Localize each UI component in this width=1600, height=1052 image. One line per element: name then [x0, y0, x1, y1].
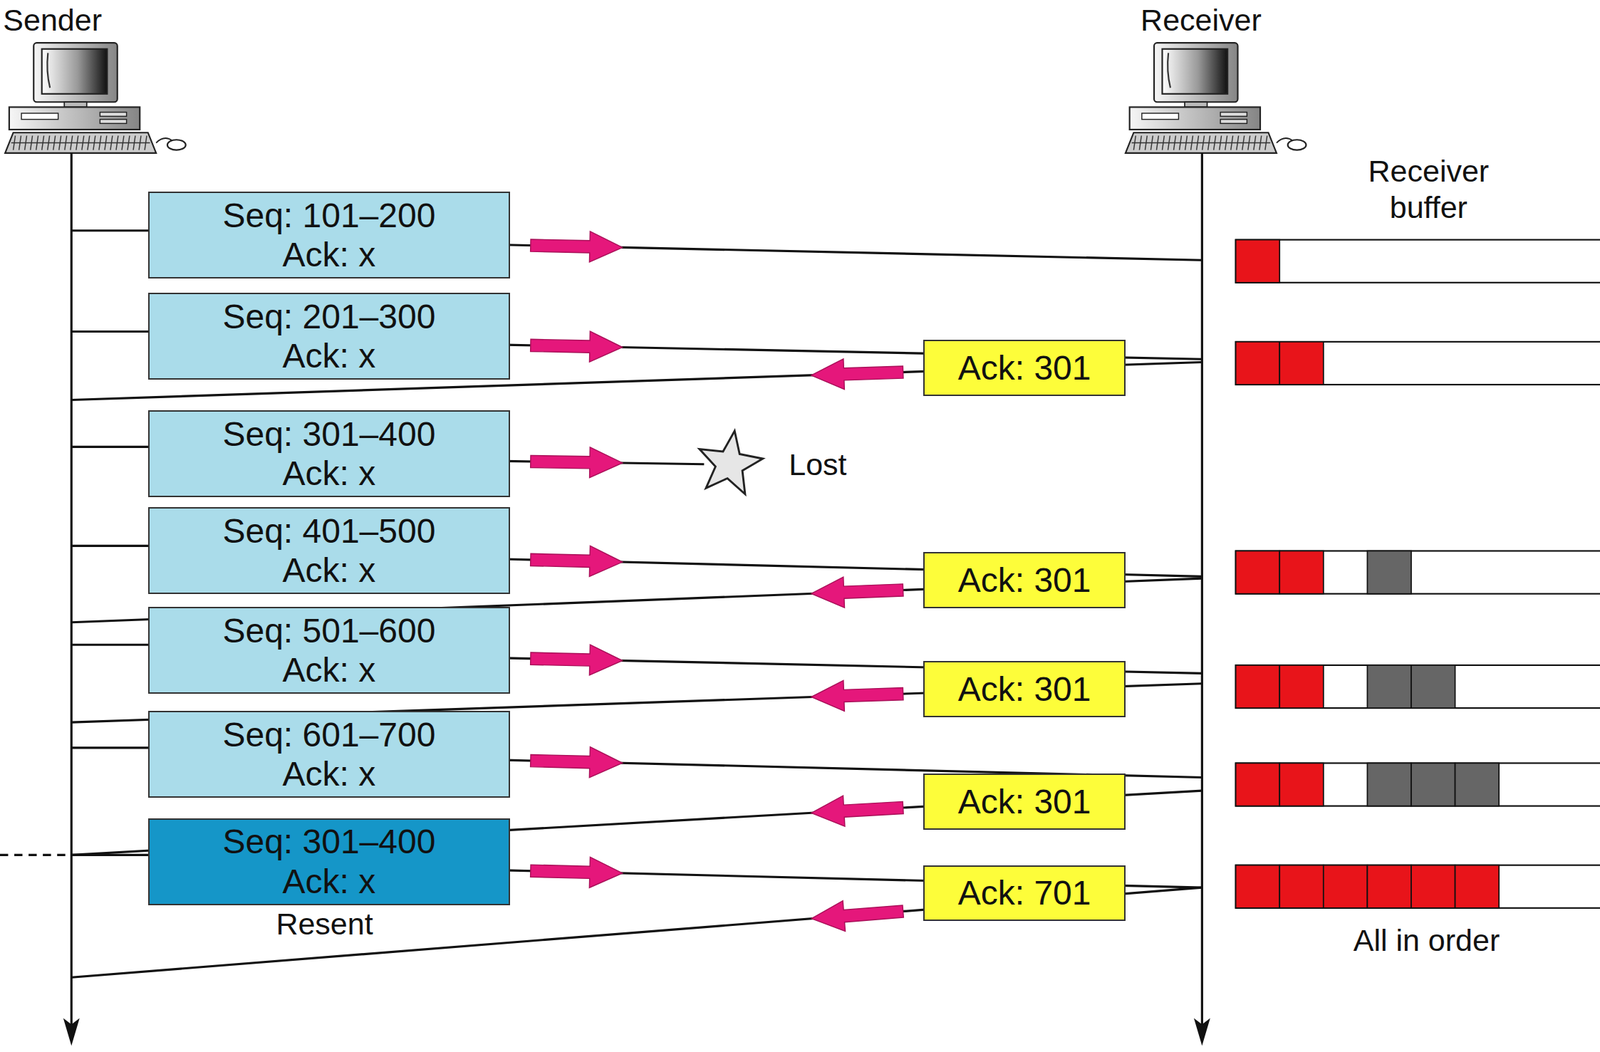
- segment-line: [71, 229, 154, 232]
- segment-box: Seq: 101–200Ack: x: [148, 191, 511, 279]
- buffer-cell: [1367, 550, 1412, 594]
- actor-label: Sender: [2, 2, 102, 40]
- segment-box: Seq: 501–600Ack: x: [148, 606, 511, 694]
- timeout-mark: [0, 854, 72, 857]
- timeline: [70, 153, 73, 1026]
- ack-box: Ack: 301: [923, 661, 1126, 718]
- box-text: Seq: 301–400: [222, 414, 436, 454]
- receiver-buffer: [1235, 240, 1600, 283]
- direction-arrow: [810, 792, 905, 829]
- receiver-buffer: [1235, 550, 1600, 594]
- loss-star: [699, 430, 763, 495]
- buffer-cell: [1235, 550, 1281, 594]
- box-text: Seq: 201–300: [222, 297, 436, 337]
- box-text: Seq: 601–700: [222, 715, 436, 755]
- actor-label-holder: Receiver: [1140, 2, 1262, 40]
- buffer-caption-holder: All in order: [1353, 922, 1501, 960]
- box-text: Ack: 301: [958, 348, 1092, 388]
- buffer-cell: [1367, 762, 1412, 806]
- buffer-cell: [1455, 865, 1500, 909]
- buffer-cell: [1235, 240, 1281, 283]
- segment-line: [71, 445, 154, 449]
- ack-box: Ack: 301: [923, 552, 1126, 609]
- direction-arrow: [810, 678, 904, 713]
- computer-icon: [4, 42, 186, 154]
- buffer-cell: [1235, 865, 1281, 909]
- box-text: Ack: 301: [958, 669, 1092, 709]
- buffer-cell: [1411, 865, 1456, 909]
- direction-arrow: [530, 643, 623, 677]
- box-text: Ack: x: [282, 235, 377, 275]
- ack-box: Ack: 301: [923, 773, 1126, 830]
- resent-label-holder: Resent: [275, 906, 373, 944]
- loss-label-holder: Lost: [788, 446, 847, 484]
- box-text: Ack: 301: [958, 560, 1092, 600]
- resent-segment-box: Seq: 301–400Ack: x: [148, 818, 511, 906]
- segment-line: [71, 746, 154, 749]
- box-text: Ack: x: [282, 336, 377, 376]
- direction-arrow: [810, 356, 904, 391]
- actor-label: Receiver: [1140, 2, 1262, 40]
- direction-arrow: [530, 329, 623, 363]
- box-text: Ack: x: [282, 861, 377, 902]
- direction-arrow: [530, 745, 623, 779]
- receiver-buffer: [1235, 665, 1600, 709]
- box-text: Ack: x: [282, 550, 377, 590]
- box-text: Seq: 501–600: [222, 611, 436, 651]
- segment-box: Seq: 201–300Ack: x: [148, 292, 511, 380]
- buffer-cell: [1411, 665, 1456, 709]
- resent-label: Resent: [275, 906, 373, 944]
- buffer-cell: [1235, 341, 1281, 385]
- buffer-cell: [1411, 762, 1456, 806]
- segment-line: [71, 544, 154, 548]
- buffer-cell: [1279, 762, 1324, 806]
- direction-arrow: [530, 544, 623, 578]
- receiver-buffer: [1235, 341, 1600, 385]
- buffer-cell: [1279, 550, 1324, 594]
- direction-arrow: [530, 230, 623, 263]
- box-text: Seq: 401–500: [222, 511, 436, 551]
- box-text: Seq: 101–200: [222, 195, 436, 236]
- segment-box: Seq: 301–400Ack: x: [148, 410, 511, 498]
- segment-line: [71, 643, 154, 647]
- receiver-buffer: [1235, 762, 1600, 806]
- buffer-label-holder: Receiver buffer: [1339, 153, 1518, 227]
- actor-label-holder: Sender: [2, 2, 102, 40]
- buffer-cell: [1279, 665, 1324, 709]
- direction-arrow: [809, 896, 905, 934]
- box-text: Ack: 701: [958, 873, 1092, 913]
- segment-line: [71, 330, 154, 333]
- timeline-arrowhead: [63, 1018, 80, 1047]
- buffer-cell: [1367, 665, 1412, 709]
- buffer-cell: [1279, 865, 1324, 909]
- ack-box: Ack: 301: [923, 339, 1126, 397]
- loss-label: Lost: [788, 446, 847, 484]
- timeline-arrowhead: [1193, 1018, 1211, 1047]
- buffer-cell: [1279, 341, 1324, 385]
- segment-box: Seq: 401–500Ack: x: [148, 507, 511, 595]
- direction-arrow: [810, 574, 904, 610]
- ack-box: Ack: 701: [923, 865, 1126, 922]
- box-text: Ack: x: [282, 754, 377, 794]
- buffer-cell: [1235, 762, 1281, 806]
- buffer-cell: [1323, 865, 1368, 909]
- segment-box: Seq: 601–700Ack: x: [148, 710, 511, 798]
- box-text: Ack: x: [282, 650, 377, 690]
- buffer-cell: [1367, 865, 1412, 909]
- computer-icon: [1125, 42, 1307, 154]
- buffer-cell: [1235, 665, 1281, 709]
- timeline: [1201, 153, 1204, 1026]
- buffer-cell: [1455, 762, 1500, 806]
- direction-arrow: [530, 446, 624, 479]
- box-text: Ack: 301: [958, 782, 1092, 822]
- box-text: Ack: x: [282, 453, 377, 493]
- buffer-label: Receiver buffer: [1339, 153, 1518, 227]
- receiver-buffer: [1235, 865, 1600, 909]
- box-text: Seq: 301–400: [222, 822, 436, 862]
- direction-arrow: [530, 855, 623, 889]
- timeline-art: [0, 42, 1600, 1046]
- buffer-caption: All in order: [1353, 922, 1501, 960]
